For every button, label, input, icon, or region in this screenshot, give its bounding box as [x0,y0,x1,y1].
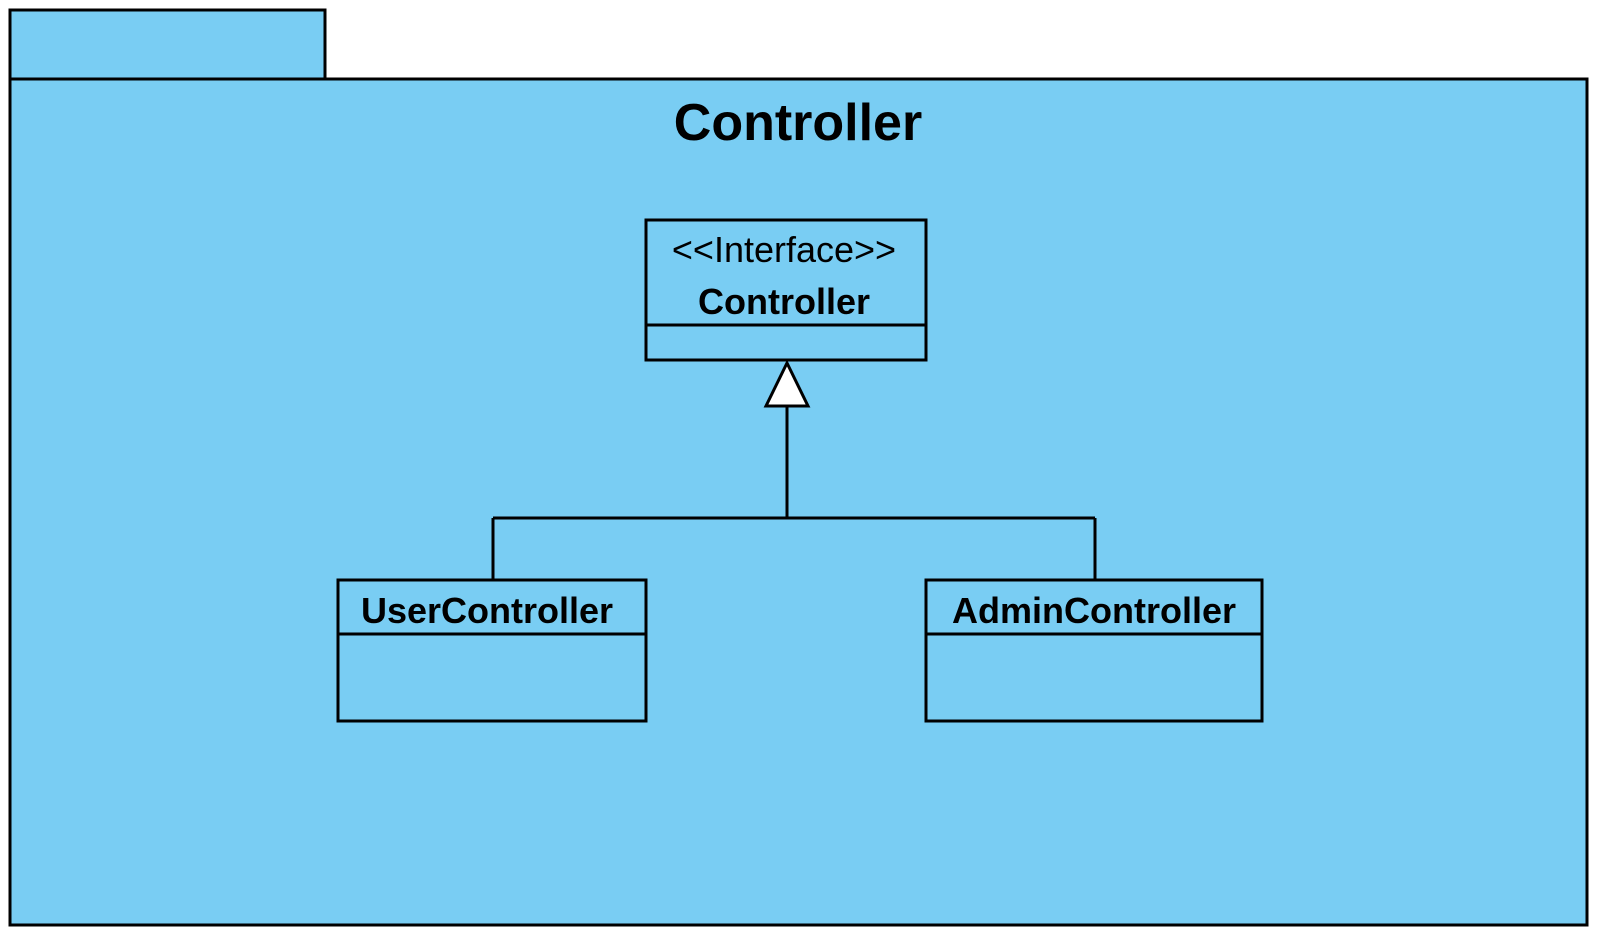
class-name: AdminController [952,590,1236,631]
realization-arrowhead [763,359,811,408]
class-admin-controller[interactable]: AdminController [924,578,1264,723]
package-tab [8,8,327,81]
class-name: UserController [361,590,613,631]
class-box [336,578,648,723]
package-body [8,77,1589,927]
interface-name: Controller [698,281,870,322]
class-user-controller[interactable]: UserController [336,578,648,723]
realization-connector [491,359,1097,580]
package-title: Controller [674,94,922,152]
class-box [924,578,1264,723]
interface-stereotype: <<Interface>> [672,229,896,270]
interface-class-controller[interactable]: <<Interface>> Controller [644,218,928,362]
interface-class-box [644,218,928,362]
